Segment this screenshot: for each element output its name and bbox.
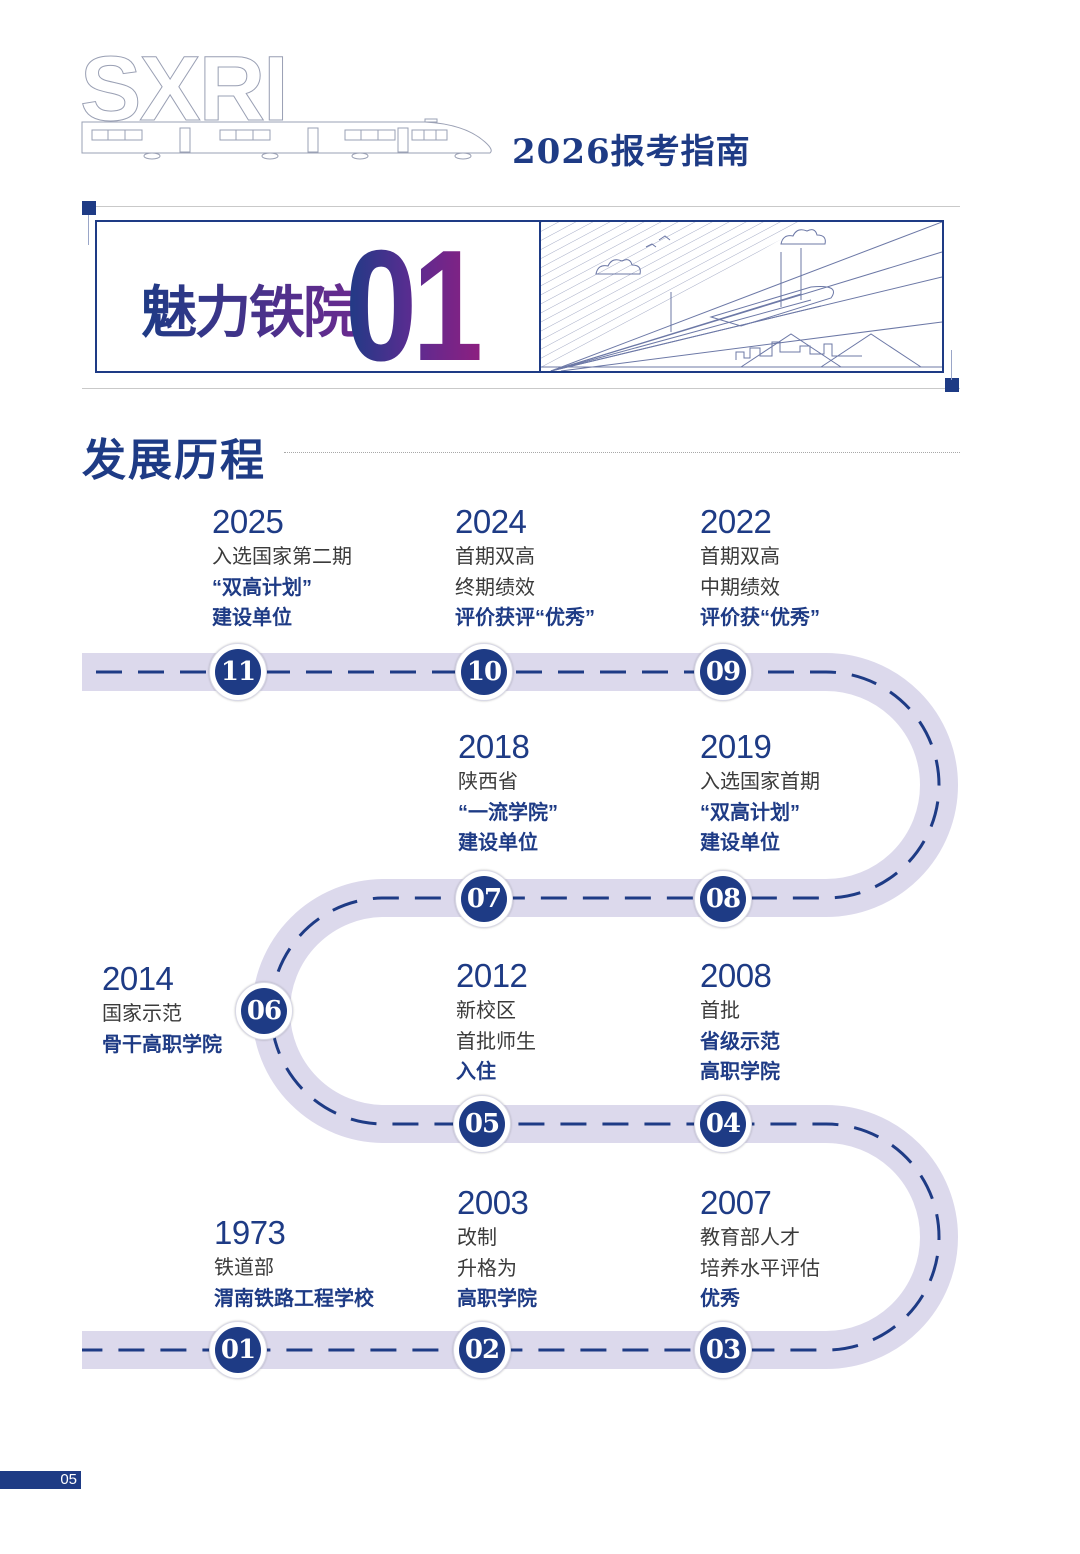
milestone-year: 2008 <box>700 957 772 994</box>
sxri-train-logo: SXRI <box>80 42 492 160</box>
milestone-year: 2019 <box>700 728 772 765</box>
milestone-year: 2022 <box>700 503 772 540</box>
milestone-2003: 2003 改制 升格为 高职学院 <box>457 1184 537 1311</box>
banner-right-tick <box>951 350 952 380</box>
milestone-2019: 2019 入选国家首期 “双高计划” 建设单位 <box>700 728 820 855</box>
guide-title: 2026报考指南 <box>512 132 751 172</box>
milestone-year: 2014 <box>102 960 174 997</box>
milestone-node-10[interactable]: 10 <box>455 643 513 701</box>
banner-top-rule <box>82 206 960 207</box>
milestone-year: 2025 <box>212 503 284 540</box>
milestone-2025: 2025 入选国家第二期 “双高计划” 建设单位 <box>212 503 352 630</box>
milestone-2014: 2014 国家示范 骨干高职学院 <box>102 960 222 1056</box>
milestone-2012: 2012 新校区 首批师生 入住 <box>456 957 536 1084</box>
milestone-2018: 2018 陕西省 “一流学院” 建设单位 <box>458 728 558 855</box>
milestone-node-02[interactable]: 02 <box>453 1321 511 1379</box>
banner-title-panel: 魅力铁院 01 <box>97 218 541 394</box>
train-bridge-illustration <box>541 222 942 371</box>
milestone-node-09[interactable]: 09 <box>694 643 752 701</box>
milestone-node-01[interactable]: 01 <box>209 1321 267 1379</box>
milestone-year: 2012 <box>456 957 528 994</box>
page-number: 05 <box>0 1471 81 1489</box>
milestone-node-07[interactable]: 07 <box>455 870 513 928</box>
milestone-year: 2003 <box>457 1184 529 1221</box>
chapter-title: 魅力铁院 <box>141 268 359 349</box>
milestone-2008: 2008 首批 省级示范 高职学院 <box>700 957 780 1084</box>
banner-corner-square-top <box>82 201 96 215</box>
milestone-year: 2018 <box>458 728 530 765</box>
banner-bottom-rule <box>82 388 960 389</box>
milestone-node-06[interactable]: 06 <box>235 982 293 1040</box>
milestone-year: 2007 <box>700 1184 772 1221</box>
milestone-node-03[interactable]: 03 <box>694 1321 752 1379</box>
section-dotted-rule <box>284 452 960 453</box>
train-illustration-icon <box>541 222 942 371</box>
milestone-2022: 2022 首期双高 中期绩效 评价获“优秀” <box>700 503 820 630</box>
milestone-1973: 1973 铁道部 渭南铁路工程学校 <box>214 1214 374 1310</box>
banner-left-tick <box>88 215 89 245</box>
milestone-2007: 2007 教育部人才 培养水平评估 优秀 <box>700 1184 820 1311</box>
section-title: 发展历程 <box>82 436 266 485</box>
milestone-node-04[interactable]: 04 <box>694 1095 752 1153</box>
milestone-node-08[interactable]: 08 <box>694 870 752 928</box>
milestone-node-11[interactable]: 11 <box>209 643 267 701</box>
milestone-node-05[interactable]: 05 <box>453 1095 511 1153</box>
chapter-number: 01 <box>345 216 484 397</box>
milestone-2024: 2024 首期双高 终期绩效 评价获评“优秀” <box>455 503 595 630</box>
milestone-year: 2024 <box>455 503 527 540</box>
chapter-banner: 魅力铁院 01 <box>95 218 944 394</box>
milestone-year: 1973 <box>214 1214 286 1251</box>
banner-corner-square-bottom <box>945 378 959 392</box>
